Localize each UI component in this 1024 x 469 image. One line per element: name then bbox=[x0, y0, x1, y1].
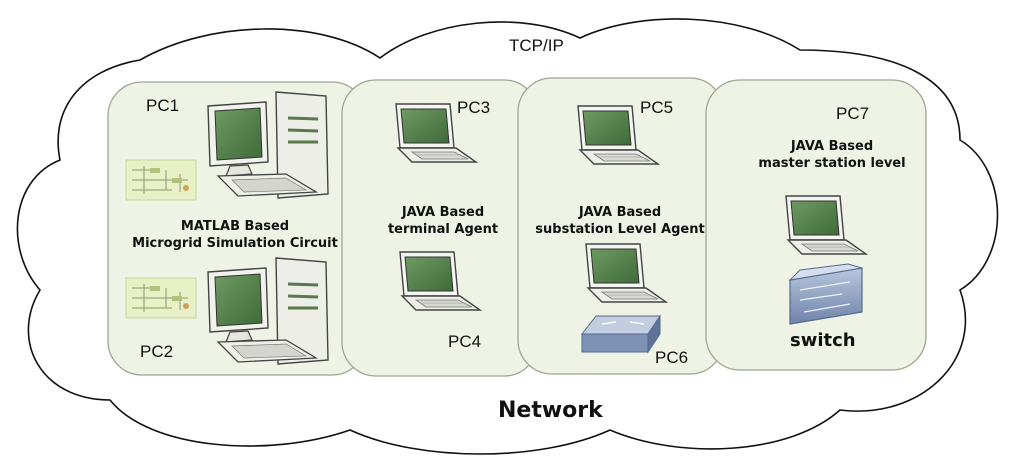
pc-label: PC1 bbox=[146, 96, 180, 115]
desc-line: JAVA Based bbox=[401, 205, 485, 220]
group-description: JAVA Based terminal Agent bbox=[358, 204, 528, 238]
protocol-label: TCP/IP bbox=[509, 36, 564, 55]
desc-line: MATLAB Based bbox=[180, 219, 290, 234]
pc-label: PC2 bbox=[140, 342, 174, 361]
switch-label: switch bbox=[790, 330, 856, 351]
desc-line: terminal Agent bbox=[387, 222, 499, 237]
pc-label: PC5 bbox=[640, 98, 674, 117]
pc-label: PC6 bbox=[655, 348, 689, 367]
desc-line: master station level bbox=[758, 156, 906, 171]
desc-line: JAVA Based bbox=[578, 205, 662, 220]
group-description: JAVA Based master station level bbox=[752, 138, 912, 172]
network-switch-icon bbox=[788, 263, 863, 325]
group-description: MATLAB Based Microgrid Simulation Circui… bbox=[124, 218, 346, 252]
network-label: Network bbox=[498, 398, 603, 423]
pc-label: PC4 bbox=[448, 332, 482, 351]
circuit-thumbnail-icon bbox=[125, 277, 197, 319]
circuit-thumbnail-icon bbox=[125, 159, 197, 201]
desc-line: JAVA Based bbox=[790, 139, 874, 154]
pc-label: PC7 bbox=[836, 104, 870, 123]
desc-line: substation Level Agent bbox=[535, 222, 705, 237]
network-switch-icon bbox=[580, 314, 661, 354]
group-description: JAVA Based substation Level Agent bbox=[520, 204, 720, 238]
desc-line: Microgrid Simulation Circuit bbox=[132, 236, 338, 251]
pc-label: PC3 bbox=[457, 98, 491, 117]
